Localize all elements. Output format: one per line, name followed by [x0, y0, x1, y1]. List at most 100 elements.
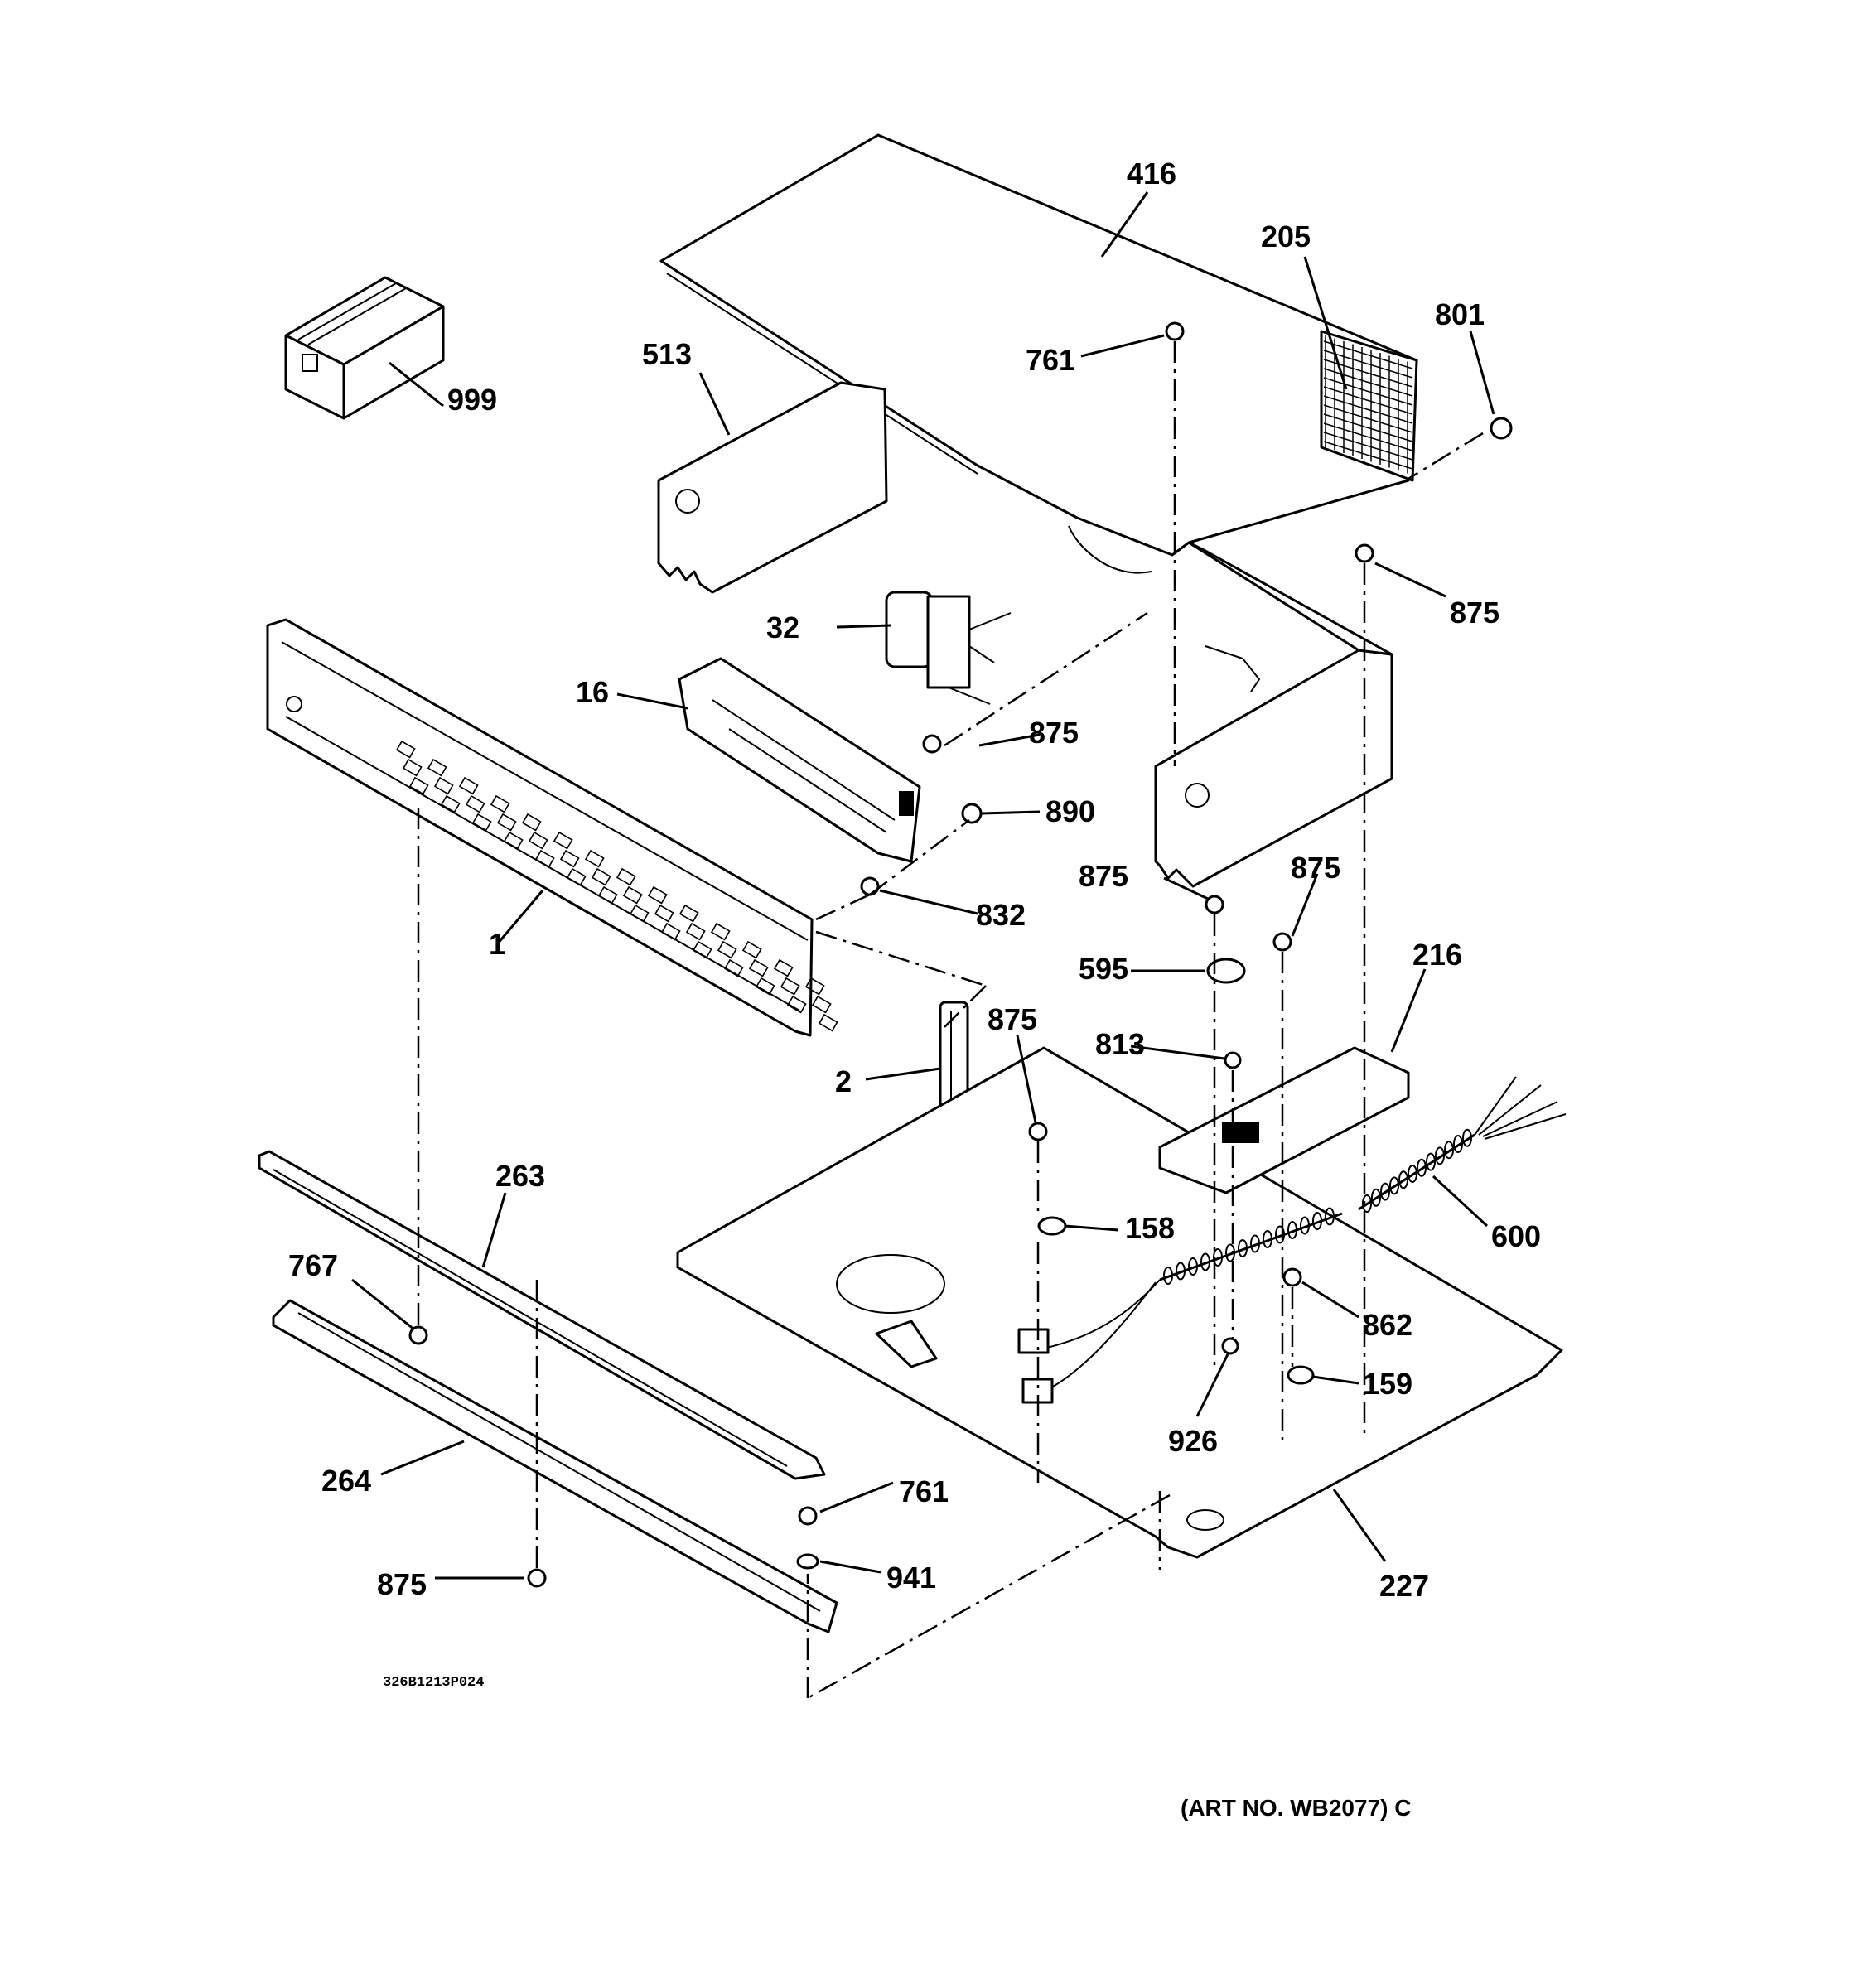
- coil-ring: [1380, 1182, 1390, 1201]
- keypad-key: [591, 867, 611, 886]
- coil-ring: [1462, 1128, 1472, 1147]
- keypad-key: [741, 940, 762, 959]
- coil-ring: [1238, 1239, 1248, 1257]
- part-600-wire-harness: [1017, 1076, 1567, 1404]
- grille-bar: [1323, 350, 1413, 379]
- coil-ring: [1163, 1267, 1173, 1285]
- keypad-key: [440, 794, 461, 813]
- label-264: 264: [321, 1464, 371, 1498]
- coil-ring: [1362, 1194, 1372, 1213]
- keypad-key: [521, 813, 542, 832]
- label-813: 813: [1095, 1027, 1145, 1061]
- label-761-bottom: 761: [899, 1474, 949, 1508]
- coil-ring: [1453, 1135, 1463, 1153]
- grille-bar: [1323, 377, 1413, 406]
- label-875-motor: 875: [1029, 716, 1079, 750]
- coil-ring: [1417, 1158, 1427, 1177]
- label-158: 158: [1125, 1211, 1175, 1245]
- keypad-key: [678, 904, 699, 923]
- coil-ring: [1426, 1152, 1436, 1171]
- coil-ring: [1176, 1262, 1186, 1281]
- part-205-grille: [1320, 330, 1418, 482]
- keypad-key: [559, 849, 580, 868]
- label-875-mid-right: 875: [1291, 851, 1340, 885]
- keypad-key: [427, 758, 447, 777]
- keypad-key: [811, 995, 832, 1014]
- art-number: (ART NO. WB2077) C: [1181, 1795, 1411, 1821]
- keypad-key: [465, 794, 485, 813]
- coil-ring: [1250, 1234, 1260, 1253]
- part-513-side-panel: [657, 381, 1152, 594]
- coil-ring: [1398, 1170, 1408, 1189]
- keypad-key: [780, 977, 800, 996]
- keypad-key: [534, 849, 555, 868]
- part-999-box: [284, 276, 445, 420]
- keypad-key: [395, 740, 416, 759]
- coil-ring: [1408, 1165, 1417, 1183]
- keypad-key: [597, 885, 618, 905]
- label-767: 767: [288, 1248, 338, 1282]
- leader-lines: [351, 191, 1495, 1580]
- keypad-key: [471, 813, 492, 832]
- label-600: 600: [1491, 1219, 1541, 1253]
- callout-labels: 416 205 801 513 761 999 875 32 16 875 89…: [288, 157, 1541, 1603]
- alignment-lines: [417, 341, 1484, 1700]
- part-right-side-panel: [1154, 541, 1393, 888]
- keypad-key: [660, 922, 681, 941]
- keypad-key: [408, 776, 429, 795]
- label-875-right: 875: [1450, 596, 1499, 630]
- keypad-key: [786, 995, 807, 1014]
- keypad-key: [647, 885, 668, 905]
- part-263-trim: [258, 1150, 826, 1480]
- label-263: 263: [495, 1159, 545, 1193]
- coil-ring: [1389, 1176, 1399, 1195]
- keypad-key: [566, 867, 587, 886]
- coil-ring: [1444, 1141, 1454, 1160]
- grille-bar: [1323, 368, 1413, 397]
- keypad-key: [685, 922, 706, 941]
- label-999: 999: [447, 383, 497, 417]
- label-1: 1: [489, 927, 505, 961]
- coil-ring: [1435, 1146, 1445, 1165]
- label-941: 941: [886, 1561, 936, 1595]
- label-875-base: 875: [988, 1002, 1037, 1036]
- coil-ring: [1371, 1188, 1381, 1207]
- coil-ring: [1325, 1207, 1335, 1226]
- label-159: 159: [1363, 1367, 1412, 1401]
- grille-bar: [1323, 441, 1413, 470]
- coil-ring: [1300, 1216, 1310, 1235]
- keypad-key: [692, 940, 712, 959]
- part-1-control-panel: [266, 618, 838, 1037]
- keypad-key: [804, 977, 825, 996]
- label-926: 926: [1168, 1424, 1218, 1458]
- keypad-key: [717, 940, 737, 959]
- label-416: 416: [1127, 157, 1176, 191]
- coil-ring: [1287, 1221, 1297, 1239]
- grille-bar: [1323, 340, 1413, 369]
- label-801: 801: [1435, 297, 1485, 331]
- keypad-key: [553, 831, 573, 850]
- keypad-key: [654, 904, 674, 923]
- part-16-control-board: [678, 657, 921, 863]
- label-216: 216: [1412, 938, 1462, 972]
- keypad-key: [584, 849, 605, 868]
- coil-ring: [1188, 1257, 1198, 1276]
- grille-bar: [1323, 413, 1413, 442]
- coil-ring: [1200, 1252, 1210, 1271]
- label-513: 513: [642, 337, 692, 371]
- part-216-cover: [1158, 1046, 1410, 1194]
- label-2: 2: [835, 1064, 852, 1098]
- label-862: 862: [1363, 1308, 1412, 1342]
- keypad-key: [458, 776, 479, 795]
- keypad-key: [723, 958, 744, 977]
- keypad-key: [622, 885, 643, 905]
- coil-ring: [1225, 1243, 1235, 1262]
- keypad-key: [528, 831, 548, 850]
- drawing-code: 326B1213P024: [383, 1675, 484, 1691]
- part-32-motor: [885, 591, 1012, 705]
- label-16: 16: [576, 675, 609, 709]
- grille-bar: [1323, 432, 1413, 461]
- part-227-base-plate: [676, 1046, 1563, 1559]
- label-32: 32: [766, 610, 799, 644]
